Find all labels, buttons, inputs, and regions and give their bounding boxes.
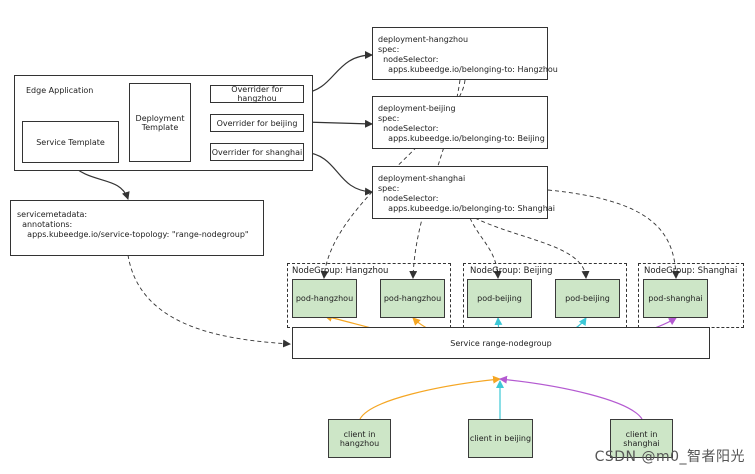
edge-application-title: Edge Application xyxy=(26,86,94,95)
arrow-overrider-hangzhou-to-deployment xyxy=(303,51,373,94)
nodegroup-beijing-label: NodeGroup: Beijing xyxy=(470,266,553,276)
client-beijing: client in beijing xyxy=(468,419,533,458)
client-beijing-label: client in beijing xyxy=(469,434,532,443)
deployment-hangzhou-box: deployment-hangzhou spec: nodeSelector: … xyxy=(372,27,558,80)
pod-hangzhou-1: pod-hangzhou xyxy=(292,279,357,318)
pod-beijing-2: pod-beijing xyxy=(555,279,620,318)
service-template-label: Service Template xyxy=(36,137,105,147)
overrider-hangzhou-label: Overrider for hangzhou xyxy=(231,85,283,103)
deployment-hangzhou-text: deployment-hangzhou spec: nodeSelector: … xyxy=(378,35,558,74)
client-hangzhou-label: client in hangzhou xyxy=(339,429,380,448)
pod-shanghai-1-label: pod-shanghai xyxy=(648,294,703,303)
client-shanghai-label: client in shanghai xyxy=(623,429,660,448)
service-metadata-box: servicemetadata: annotations: apps.kubee… xyxy=(10,200,264,256)
service-label: Service range-nodegroup xyxy=(450,338,552,348)
pod-shanghai-1: pod-shanghai xyxy=(643,279,708,318)
overrider-beijing-label: Overrider for beijing xyxy=(216,118,298,128)
pod-beijing-2-label: pod-beijing xyxy=(565,294,610,303)
nodegroup-shanghai-label: NodeGroup: Shanghai xyxy=(644,266,738,276)
deployment-beijing-box: deployment-beijing spec: nodeSelector: a… xyxy=(372,96,548,149)
service-template-box: Service Template xyxy=(22,121,119,163)
client-hangzhou: client in hangzhou xyxy=(328,419,391,458)
overrider-beijing-box: Overrider for beijing xyxy=(210,114,304,132)
dashed-deploy-sh-to-sh1 xyxy=(547,189,680,279)
deployment-shanghai-box: deployment-shanghai spec: nodeSelector: … xyxy=(372,166,555,219)
pod-hangzhou-1-label: pod-hangzhou xyxy=(295,294,354,303)
client-shanghai: client in shanghai xyxy=(610,419,673,458)
pod-hangzhou-2: pod-hangzhou xyxy=(380,279,445,318)
arrow-overrider-beijing-to-deployment xyxy=(303,119,373,128)
nodegroup-hangzhou-label: NodeGroup: Hangzhou xyxy=(292,266,389,276)
arrow-overrider-shanghai-to-deployment xyxy=(303,151,373,196)
arrow-client-sh-to-service xyxy=(499,375,643,420)
dashed-metadata-to-service xyxy=(127,254,291,348)
service-metadata-text: servicemetadata: annotations: apps.kubee… xyxy=(17,210,249,239)
overrider-hangzhou-box: Overrider for hangzhou xyxy=(210,85,304,103)
deployment-beijing-text: deployment-beijing spec: nodeSelector: a… xyxy=(378,104,545,143)
service-box: Service range-nodegroup xyxy=(292,327,710,359)
overrider-shanghai-label: Overrider for shanghai xyxy=(211,147,303,157)
pod-hangzhou-2-label: pod-hangzhou xyxy=(383,294,442,303)
overrider-shanghai-box: Overrider for shanghai xyxy=(210,143,304,161)
deployment-shanghai-text: deployment-shanghai spec: nodeSelector: … xyxy=(378,174,555,213)
deployment-template-box: Deployment Template xyxy=(129,83,191,162)
dashed-deploy-sh-to-bj2 xyxy=(474,217,590,279)
watermark: CSDN @m0_智者阳光 xyxy=(594,449,745,465)
pod-beijing-1-label: pod-beijing xyxy=(477,294,522,303)
arrow-client-hz-to-service xyxy=(359,375,501,420)
deployment-template-label: Deployment Template xyxy=(135,113,185,132)
pod-beijing-1: pod-beijing xyxy=(467,279,532,318)
dashed-deploy-sh-to-bj1 xyxy=(469,217,502,279)
